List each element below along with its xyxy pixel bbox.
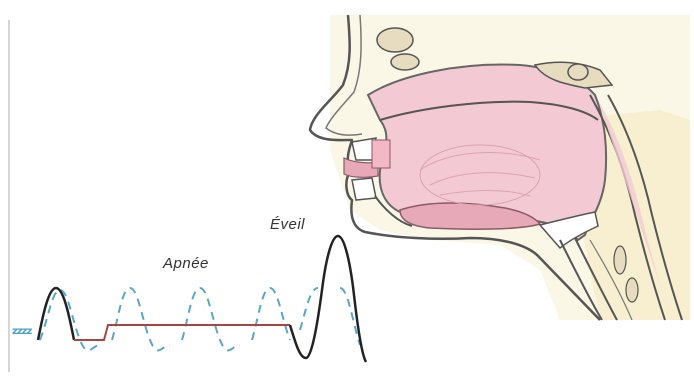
sleep-zzz-label: zzzz <box>12 326 31 337</box>
apnea-label: Apnée <box>163 255 209 272</box>
arousal-breath <box>290 236 366 362</box>
respiratory-effort-wave <box>40 288 318 350</box>
normal-breath <box>38 288 74 340</box>
awakening-label: Éveil <box>270 216 305 233</box>
head-cross-section <box>310 15 690 320</box>
